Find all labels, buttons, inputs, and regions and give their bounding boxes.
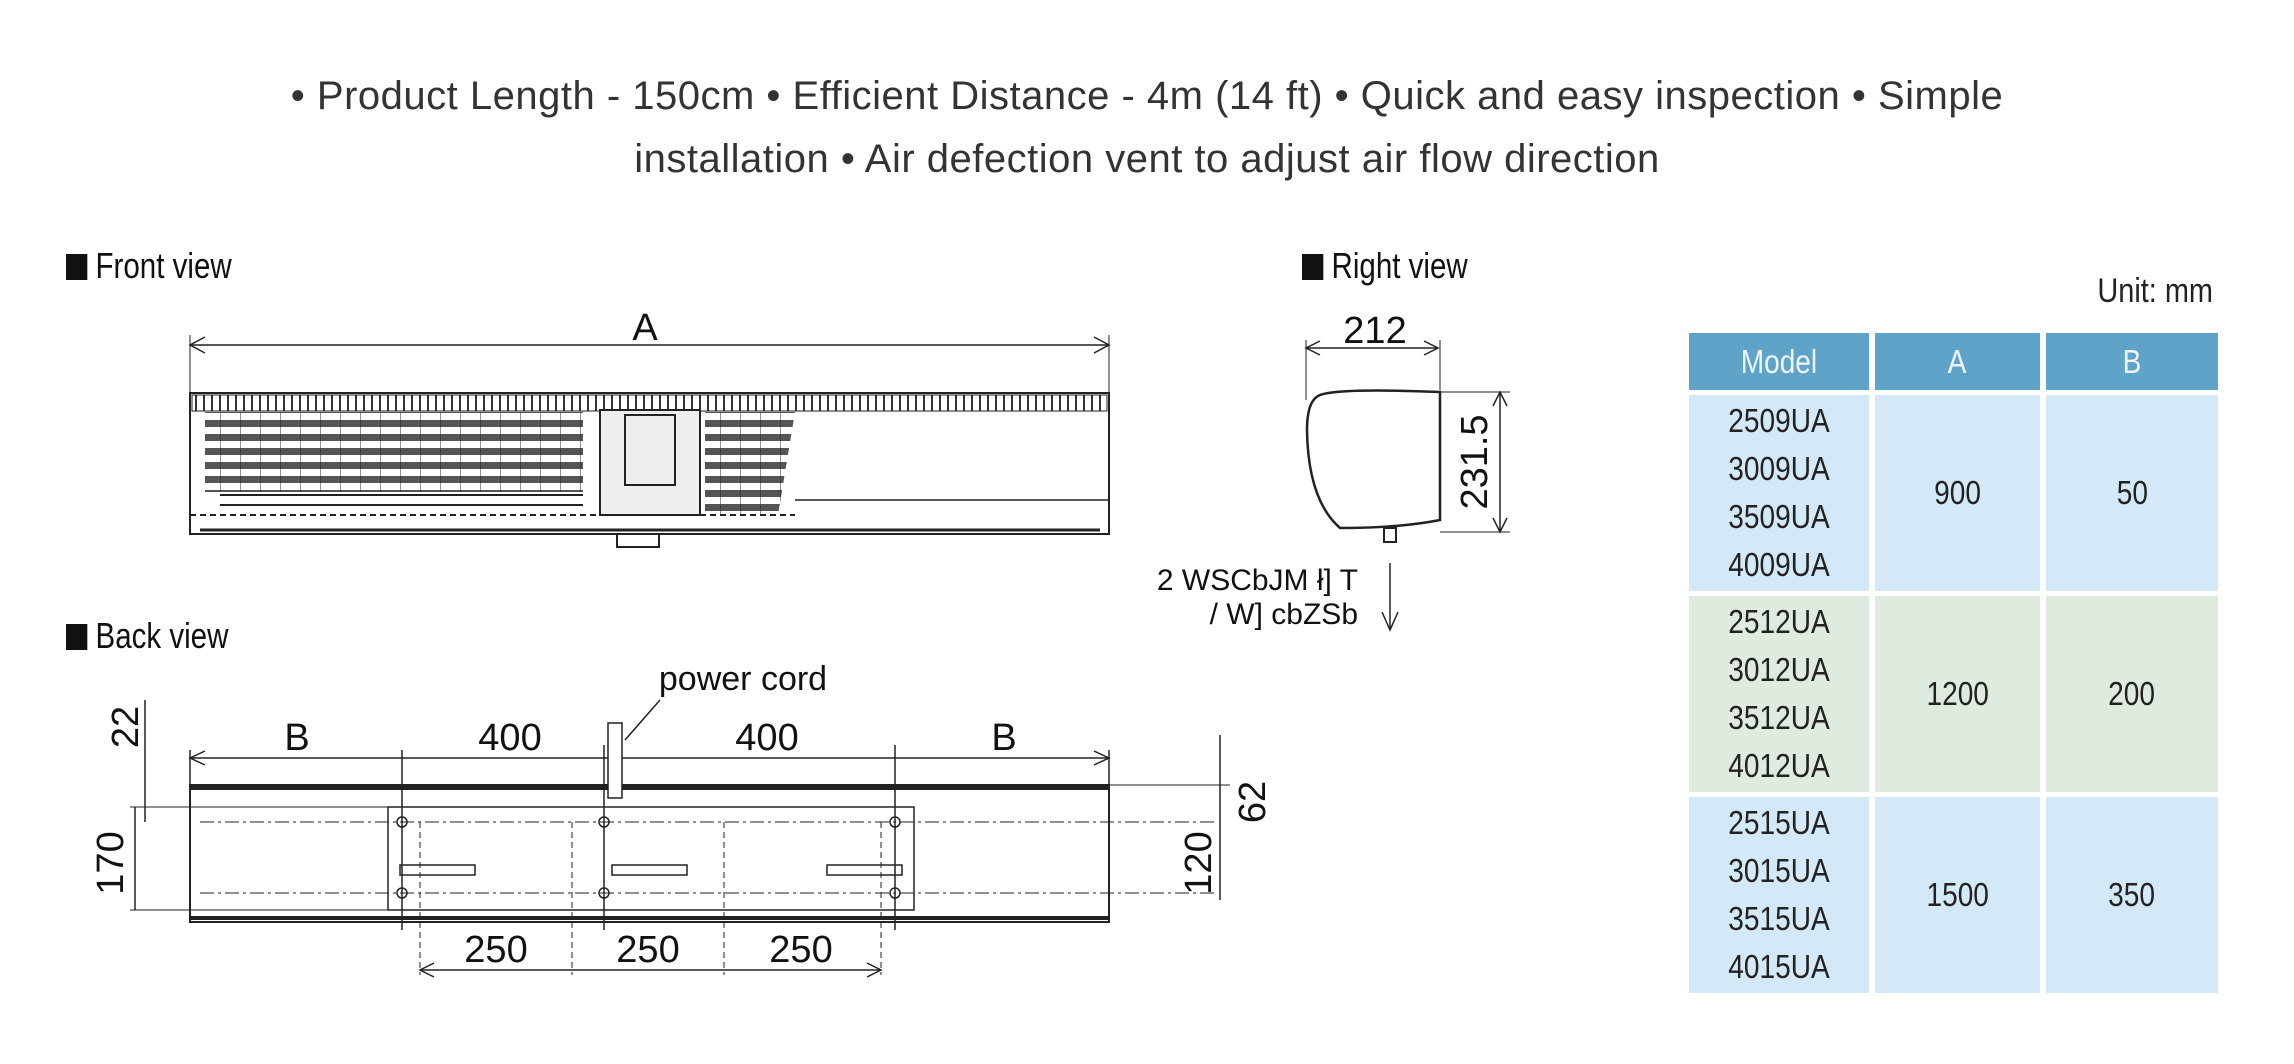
- dim-250-1: 250: [464, 929, 527, 971]
- bottom-tab: [616, 533, 660, 548]
- dim-a-label: A: [632, 307, 658, 349]
- dim-170: 170: [90, 831, 132, 894]
- front-view-text: Front view: [95, 245, 232, 286]
- motor-housing: [599, 409, 701, 516]
- dim-22: 22: [105, 706, 147, 748]
- mounting-plate: [387, 806, 915, 911]
- dim-400-left: 400: [478, 717, 541, 759]
- table-header-row: Model A B: [1689, 333, 2218, 390]
- dim-231-label: 231.5: [1454, 414, 1496, 509]
- square-bullet-icon: [1302, 254, 1324, 280]
- back-body: [189, 784, 1110, 923]
- dim-212-label: 212: [1343, 310, 1406, 352]
- dim-250-2: 250: [616, 929, 679, 971]
- airflow-note-line-1: 2 WSCbJM ł] T: [1157, 564, 1358, 597]
- features-line-1: • Product Length - 150cm • Efficient Dis…: [290, 74, 2004, 118]
- square-bullet-icon: [66, 254, 88, 280]
- intake-grille: [191, 394, 1108, 412]
- dim-b-left: B: [284, 717, 309, 759]
- value-a: 1200: [1875, 596, 2040, 792]
- dim-400-right: 400: [735, 717, 798, 759]
- value-b: 350: [2046, 797, 2218, 993]
- side-profile: [1305, 389, 1442, 530]
- back-view-drawing: power cord B 400 400 B: [90, 660, 1274, 978]
- back-view-label: Back view: [66, 615, 228, 657]
- square-bullet-icon: [66, 624, 88, 650]
- airflow-note-line-2: / W] cbZSb: [1210, 598, 1358, 631]
- dim-120: 120: [1178, 831, 1220, 894]
- dim-62: 62: [1232, 781, 1274, 823]
- right-view-drawing: 212 231.5 2 WSCbJM ł] T / W] cbZSb: [1157, 310, 1510, 632]
- power-cord-label: power cord: [659, 660, 827, 698]
- right-view-text: Right view: [1331, 245, 1468, 286]
- front-view-drawing: A: [188, 307, 1111, 548]
- power-cord: [607, 722, 623, 799]
- value-b: 200: [2046, 596, 2218, 792]
- louver-left: [205, 412, 583, 492]
- front-view-label: Front view: [66, 245, 232, 287]
- features-line-2: installation • Air defection vent to adj…: [634, 137, 1660, 181]
- value-b: 50: [2046, 395, 2218, 591]
- header-a: A: [1875, 333, 2040, 390]
- dim-b-right: B: [991, 717, 1016, 759]
- header-model: Model: [1689, 333, 1869, 390]
- louver-right: [705, 412, 795, 515]
- header-b: B: [2046, 333, 2218, 390]
- dim-250-3: 250: [769, 929, 832, 971]
- right-view-label: Right view: [1302, 245, 1468, 287]
- back-view-text: Back view: [95, 615, 229, 656]
- value-a: 900: [1875, 395, 2040, 591]
- value-a: 1500: [1875, 797, 2040, 993]
- unit-label: Unit: mm: [2097, 272, 2213, 310]
